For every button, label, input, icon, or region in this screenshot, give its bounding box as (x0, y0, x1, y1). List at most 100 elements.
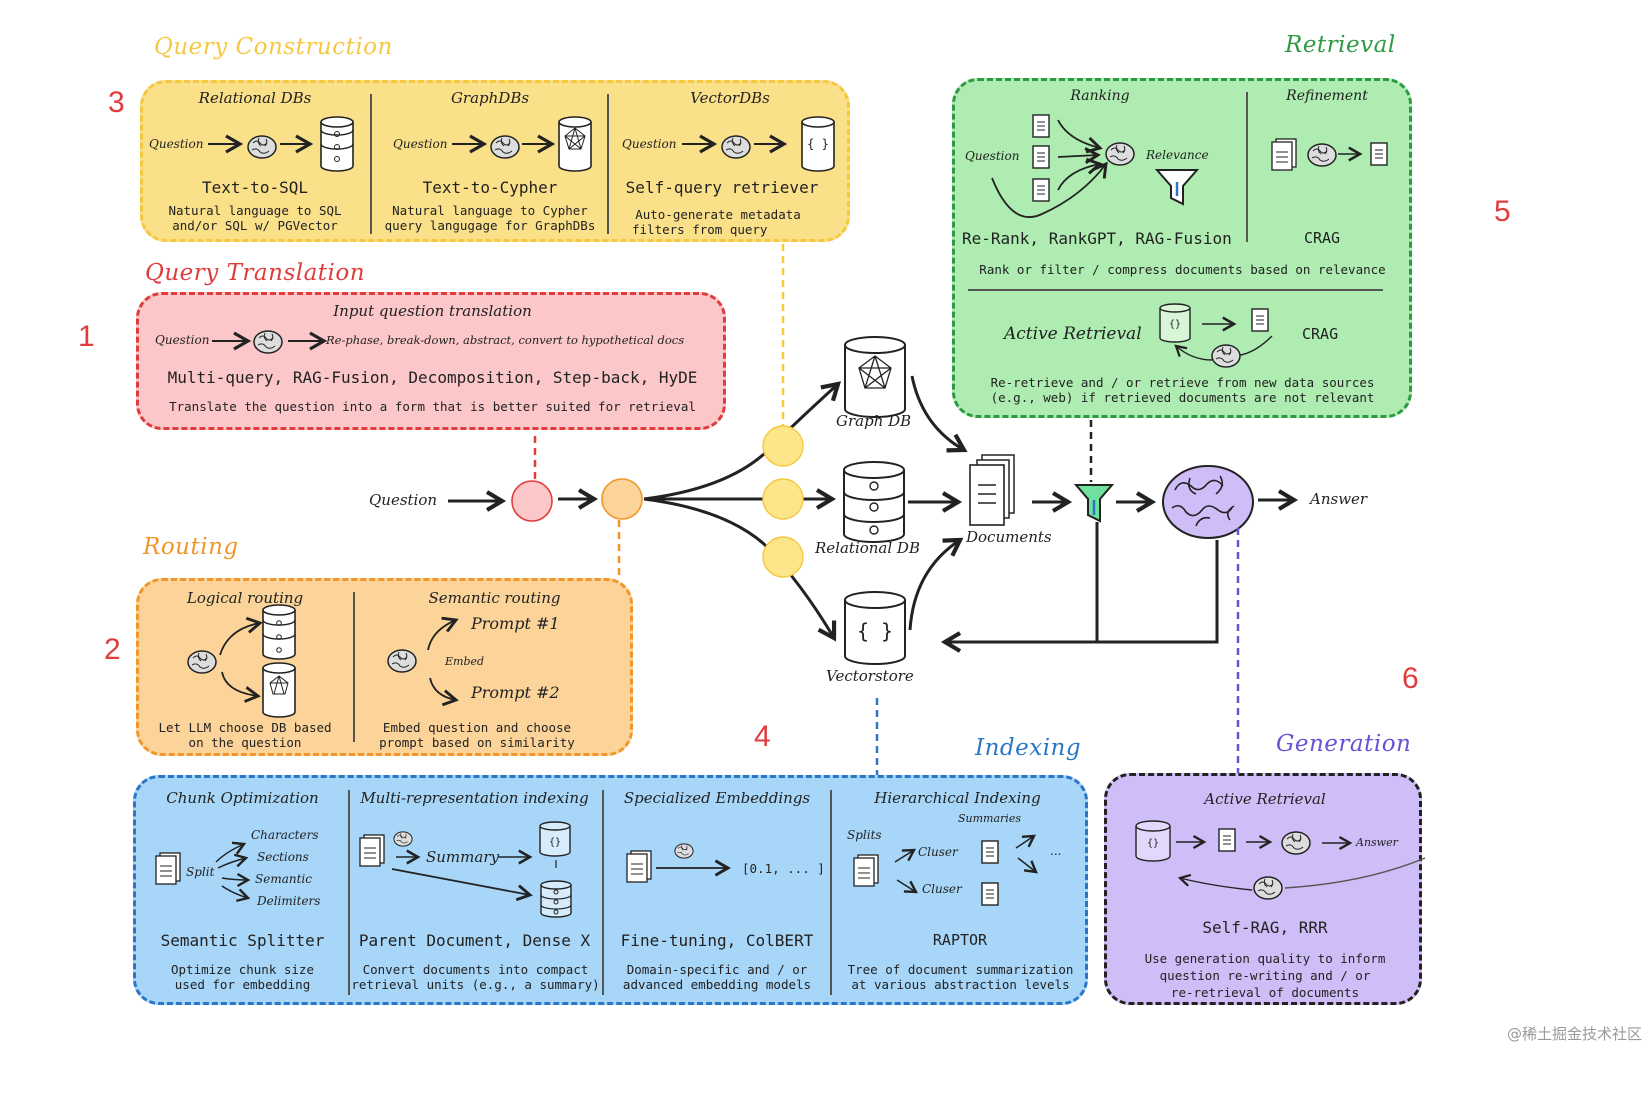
vectorstore-icon: { } (844, 591, 906, 665)
qc-question-label-vector: Question (622, 137, 677, 151)
flow-question-label: Question (369, 491, 438, 509)
graph-db-icon (262, 662, 296, 718)
routing-panel (136, 578, 633, 756)
llm-brain-icon (1211, 344, 1241, 368)
summary-label: Summary (426, 848, 499, 866)
svg-text:{}: {} (1147, 838, 1159, 849)
svg-text:{ }: { } (807, 137, 829, 151)
llm-brain-icon (1307, 143, 1337, 167)
qc-question-label-graph: Question (393, 137, 448, 151)
specialized-embeddings-title: Specialized Embeddings (623, 789, 811, 807)
logical-routing-desc-2: on the question (188, 735, 302, 750)
specialized-embeddings-desc-2: advanced embedding models (622, 977, 812, 992)
document-icon (1032, 145, 1050, 169)
svg-text:{ }: { } (857, 619, 893, 643)
chunk-optimization-title: Chunk Optimization (166, 789, 319, 807)
hierarchical-indexing-flow (853, 834, 1038, 906)
active-retrieval-desc-2: (e.g., web) if retrieved documents are n… (990, 390, 1375, 405)
graph-db-icon (844, 336, 906, 418)
chunk-option-characters: Characters (251, 828, 319, 842)
logical-routing-title: Logical routing (186, 589, 304, 607)
semantic-routing-title: Semantic routing (428, 589, 561, 607)
routing-title: Routing (143, 534, 239, 560)
qc-graph-flow (452, 116, 592, 172)
llm-brain-icon (721, 135, 751, 159)
vector-db-icon: {} (539, 821, 571, 857)
document-icon (981, 840, 999, 864)
llm-brain-icon (1105, 142, 1135, 166)
ranking-title: Ranking (1070, 88, 1130, 104)
query-construction-node-vector (762, 536, 804, 578)
embed-label: Embed (445, 655, 485, 668)
hierarchical-indexing-method: RAPTOR (932, 931, 988, 949)
llm-brain-icon (1281, 831, 1311, 855)
document-icon (1251, 308, 1269, 332)
chunk-optimization-flow (155, 841, 251, 903)
chunk-optimization-desc-1: Optimize chunk size (171, 962, 314, 977)
retrieval-shared-desc: Rank or filter / compress documents base… (979, 262, 1386, 277)
documents-icon (1271, 138, 1297, 171)
flow-documents-label: Documents (966, 528, 1052, 546)
multi-representation-desc-2: retrieval units (e.g., a summary) (351, 977, 600, 992)
cluster-1-label: Cluser (918, 845, 958, 859)
qt-desc: Translate the question into a form that … (169, 399, 696, 414)
llm-brain-icon (490, 135, 520, 159)
section-number-3: 3 (108, 86, 125, 119)
qc-method-relational: Text-to-SQL (202, 178, 308, 197)
document-icon (1370, 142, 1388, 166)
query-translation-title: Query Translation (145, 260, 366, 286)
indexing-panel (133, 775, 1088, 1005)
logical-routing-flow (187, 604, 296, 718)
retrieval-hdivider (968, 289, 1383, 291)
llm-brain-icon (1162, 465, 1254, 539)
chunk-option-delimiters: Delimiters (257, 894, 321, 908)
multi-representation-flow: {} (359, 821, 572, 918)
chunk-optimization-method: Semantic Splitter (160, 931, 325, 950)
semantic-routing-flow (387, 616, 459, 707)
generation-desc-1: Use generation quality to inform (1144, 951, 1386, 966)
llm-brain-icon (247, 135, 277, 159)
prompt-1-label: Prompt #1 (471, 614, 560, 633)
llm-brain-icon (387, 649, 417, 673)
relational-db-icon (843, 461, 905, 543)
semantic-routing-desc-2: prompt based on similarity (379, 735, 575, 750)
relevance-label: Relevance (1146, 148, 1209, 162)
hierarchical-indexing-desc-1: Tree of document summarization (847, 962, 1074, 977)
indexing-title: Indexing (975, 735, 1082, 761)
hierarchical-indexing-title: Hierarchical Indexing (874, 789, 1041, 807)
document-icon (1032, 178, 1050, 202)
prompt-2-label: Prompt #2 (471, 683, 560, 702)
qt-output-label: Re-phase, break-down, abstract, convert … (326, 333, 685, 347)
section-number-1: 1 (78, 320, 95, 353)
qc-method-vector: Self-query retriever (625, 178, 819, 197)
hierarchical-indexing-desc-2: at various abstraction levels (851, 977, 1070, 992)
vector-db-icon: { } (801, 116, 835, 172)
qt-methods: Multi-query, RAG-Fusion, Decomposition, … (167, 368, 698, 387)
query-construction-title: Query Construction (154, 34, 393, 60)
documents-icon (853, 854, 879, 887)
specialized-embeddings-flow (626, 843, 731, 883)
routing-node (601, 478, 643, 520)
refinement-flow (1271, 138, 1388, 171)
qc-desc-graph-1: Natural language to Cypher (392, 203, 588, 218)
svg-text:{}: {} (1169, 319, 1181, 330)
document-icon (981, 882, 999, 906)
active-retrieval-methods: CRAG (1302, 325, 1339, 343)
query-construction-node-graph (762, 425, 804, 467)
semantic-routing-desc-1: Embed question and choose (382, 720, 572, 735)
chunk-option-sections: Sections (257, 850, 309, 864)
flow-answer-label: Answer (1310, 490, 1368, 508)
retrieval-panel (952, 78, 1412, 418)
svg-text:{}: {} (549, 837, 561, 848)
qc-panel-title-relational: Relational DBs (198, 89, 312, 107)
qc-divider-1 (370, 94, 372, 234)
documents-icon (359, 834, 385, 867)
qc-panel-title-graph: GraphDBs (450, 89, 530, 107)
indexing-divider-2 (602, 790, 604, 995)
vector-db-icon: {} (1135, 820, 1171, 862)
generation-answer-label: Answer (1356, 836, 1398, 849)
generation-method: Self-RAG, RRR (1202, 918, 1328, 937)
qc-method-graph: Text-to-Cypher (422, 178, 558, 197)
indexing-divider-1 (348, 790, 350, 995)
qc-desc-relational-1: Natural language to SQL (168, 203, 342, 218)
